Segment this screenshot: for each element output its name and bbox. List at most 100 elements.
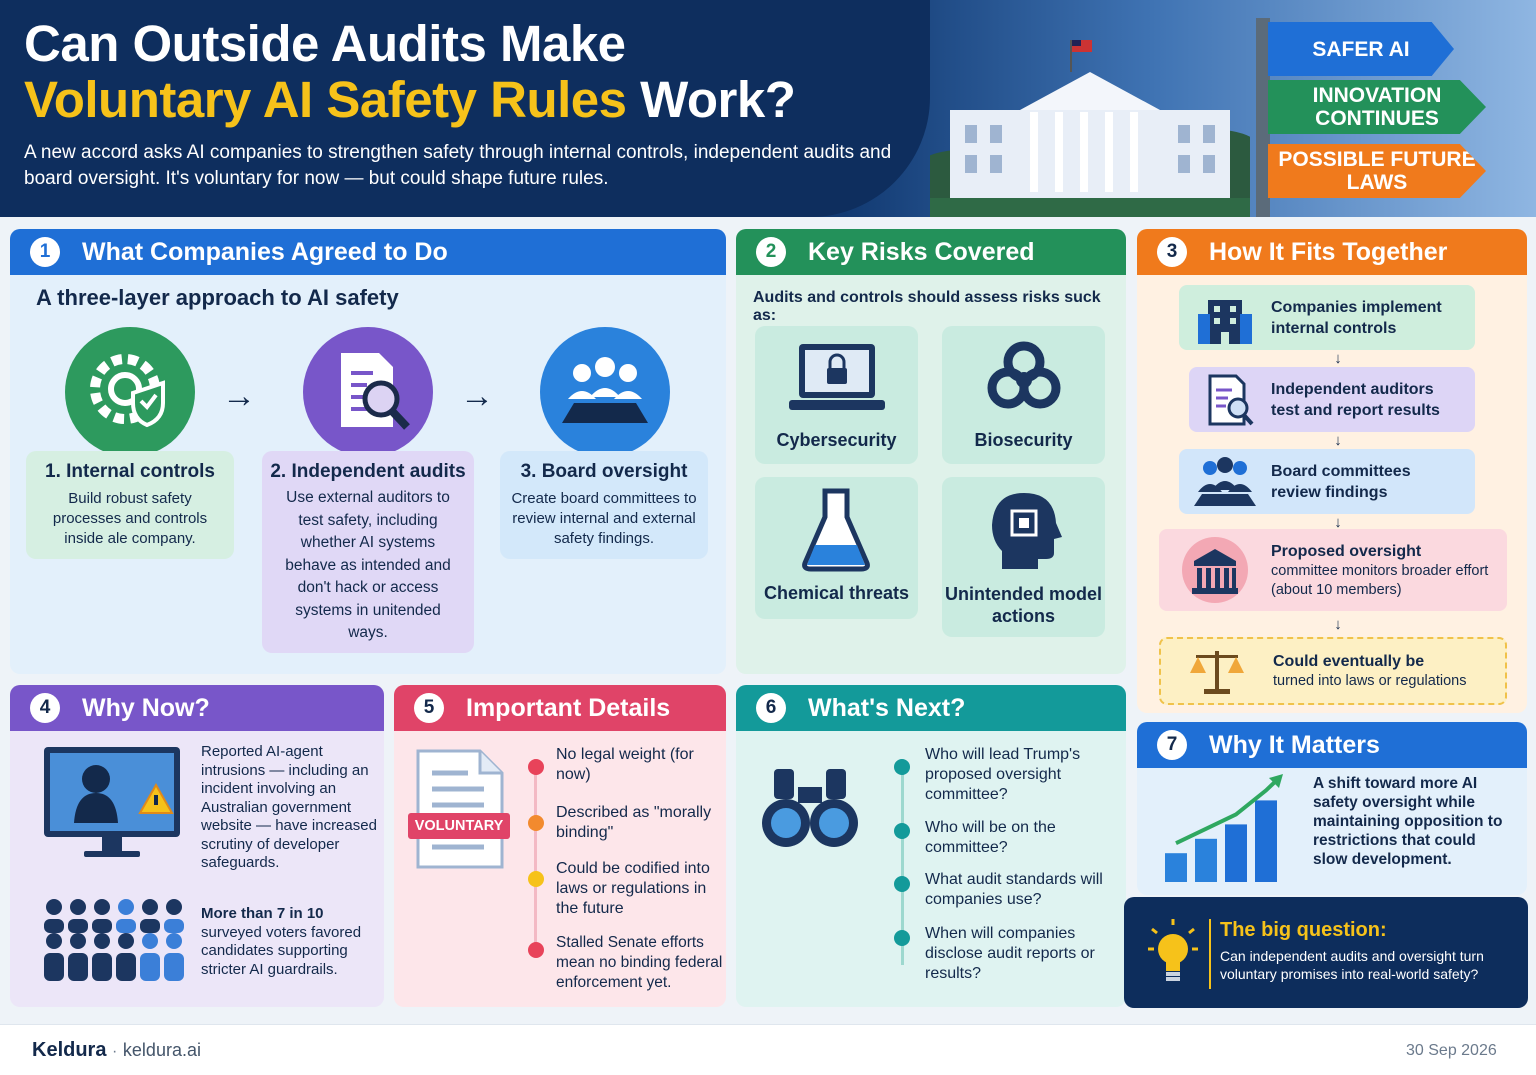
panel3-title: How It Fits Together <box>1209 237 1448 266</box>
panel2-title: Key Risks Covered <box>808 237 1035 266</box>
panel7-title: Why It Matters <box>1209 730 1380 759</box>
header-banner: Can Outside Audits Make Voluntary AI Saf… <box>0 0 1536 217</box>
footer-separator: · <box>112 1043 118 1060</box>
panel1-number: 1 <box>30 237 60 267</box>
footer-brand: Keldura <box>32 1039 107 1061</box>
risk-label-chem: Chemical threats <box>763 583 910 603</box>
footer-brand-line: Keldura · keldura.ai <box>32 1039 201 1062</box>
growth-chart-icon <box>1165 774 1283 882</box>
flow-text-laws-title: Could eventually be <box>1273 653 1425 670</box>
panel4-header: 4 Why Now? <box>10 685 384 731</box>
binoculars-icon <box>762 769 858 847</box>
flow-text-proposed-sub: committee monitors broader effort (about… <box>1271 562 1489 598</box>
footer-url[interactable]: keldura.ai <box>122 1040 201 1060</box>
detail-text-4: Stalled Senate efforts mean no binding f… <box>556 934 723 991</box>
footer-date: 30 Sep 2026 <box>1406 1042 1497 1059</box>
header-background <box>0 0 930 217</box>
next-dot-4 <box>894 930 910 946</box>
step3-card: 3. Board oversight Create board committe… <box>500 451 708 559</box>
document-magnifier-icon <box>341 353 410 430</box>
risk-label-cyber: Cybersecurity <box>776 430 897 450</box>
flow-step-board: Board committees review findings <box>1179 449 1475 514</box>
step2-desc: Use external auditors to test safety, in… <box>285 489 451 641</box>
detail-text-1: No legal weight (for now) <box>556 746 694 783</box>
growth-bar <box>1195 838 1217 882</box>
panel2-subtitle: Audits and controls should assess risks … <box>753 289 1101 324</box>
detail-text-2: Described as "morally binding" <box>556 804 712 841</box>
risk-card-chem: Chemical threats <box>755 477 918 619</box>
page-subtitle: A new accord asks AI companies to streng… <box>24 142 892 189</box>
white-house-illustration <box>930 40 1250 217</box>
step1-card: 1. Internal controls Build robust safety… <box>26 451 234 559</box>
down-arrow-icon: ↓ <box>1334 616 1342 633</box>
page-title-line1: Can Outside Audits Make <box>24 15 626 72</box>
why-now-stat: More than 7 in 10 <box>201 905 324 922</box>
detail-dot-2 <box>528 815 544 831</box>
detail-dot-4 <box>528 942 544 958</box>
panel4-number: 4 <box>30 693 60 723</box>
document-icon <box>416 749 504 869</box>
biohazard-icon <box>987 341 1061 409</box>
next-text-2: Who will be on the committee? <box>925 819 1056 856</box>
big-question-title: The big question: <box>1220 919 1387 941</box>
scales-of-justice-icon <box>1190 651 1244 694</box>
why-matters-text: A shift toward more AI safety oversight … <box>1313 775 1503 868</box>
board-meeting-icon <box>562 357 648 423</box>
panel6-number: 6 <box>756 693 786 723</box>
next-text-1: Who will lead Trump's proposed oversight… <box>925 746 1081 803</box>
detail-dot-3 <box>528 871 544 887</box>
flow-proposed-text: Proposed oversight committee monitors br… <box>1271 541 1497 600</box>
next-dot-3 <box>894 876 910 892</box>
flow-step-auditors: Independent auditors test and report res… <box>1189 367 1475 432</box>
arrow-icon: → <box>460 377 494 415</box>
ai-head-icon <box>992 493 1062 569</box>
big-question-box: The big question: Can independent audits… <box>1124 897 1528 1008</box>
step2-title: 2. Independent audits <box>270 461 466 482</box>
flow-text-board: Board committees review findings <box>1271 462 1411 501</box>
risk-card-cyber: Cybersecurity <box>755 326 918 464</box>
sign-innovation: INNOVATION CONTINUES <box>1268 80 1486 134</box>
next-text-4: When will companies disclose audit repor… <box>925 925 1095 982</box>
sign-safer-ai: SAFER AI <box>1268 22 1454 76</box>
step1-desc: Build robust safety processes and contro… <box>52 490 208 547</box>
voluntary-badge: VOLUNTARY <box>408 813 510 839</box>
panel1-title: What Companies Agreed to Do <box>82 237 448 266</box>
document-magnifier-icon <box>1208 374 1254 425</box>
flow-text-laws-sub: turned into laws or regulations <box>1273 673 1467 689</box>
monitor-hacker-icon <box>44 747 180 857</box>
page-title-line2: Voluntary AI Safety Rules Work? <box>24 70 796 129</box>
growth-bar <box>1165 853 1187 882</box>
risk-label-bio: Biosecurity <box>974 430 1073 450</box>
title-highlight: Voluntary AI Safety Rules <box>24 71 627 128</box>
next-dot-1 <box>894 759 910 775</box>
people-group-icon <box>44 899 184 981</box>
growth-bar <box>1255 800 1277 882</box>
arrow-icon: → <box>222 377 256 415</box>
signpost-pole <box>1256 18 1270 217</box>
timeline-line <box>901 765 904 965</box>
step3-icon-circle <box>540 327 670 457</box>
panel4-title: Why Now? <box>82 693 210 722</box>
flow-step-internal: Companies implement internal controls <box>1179 285 1475 350</box>
why-now-stat-desc: surveyed voters favored candidates suppo… <box>201 923 362 978</box>
title-rest: Work? <box>626 71 796 128</box>
down-arrow-icon: ↓ <box>1334 432 1342 449</box>
down-arrow-icon: ↓ <box>1334 514 1342 531</box>
flow-laws-text: Could eventually be turned into laws or … <box>1273 651 1499 691</box>
down-arrow-icon: ↓ <box>1334 350 1342 367</box>
sign-future-laws: POSSIBLE FUTURE LAWS <box>1268 144 1486 198</box>
detail-text-3: Could be codified into laws or regulatio… <box>556 860 710 917</box>
timeline-line <box>534 759 537 949</box>
board-meeting-icon <box>1194 456 1256 506</box>
flow-text-internal: Companies implement internal controls <box>1271 298 1442 337</box>
panel1-subtitle: A three-layer approach to AI safety <box>36 285 399 310</box>
